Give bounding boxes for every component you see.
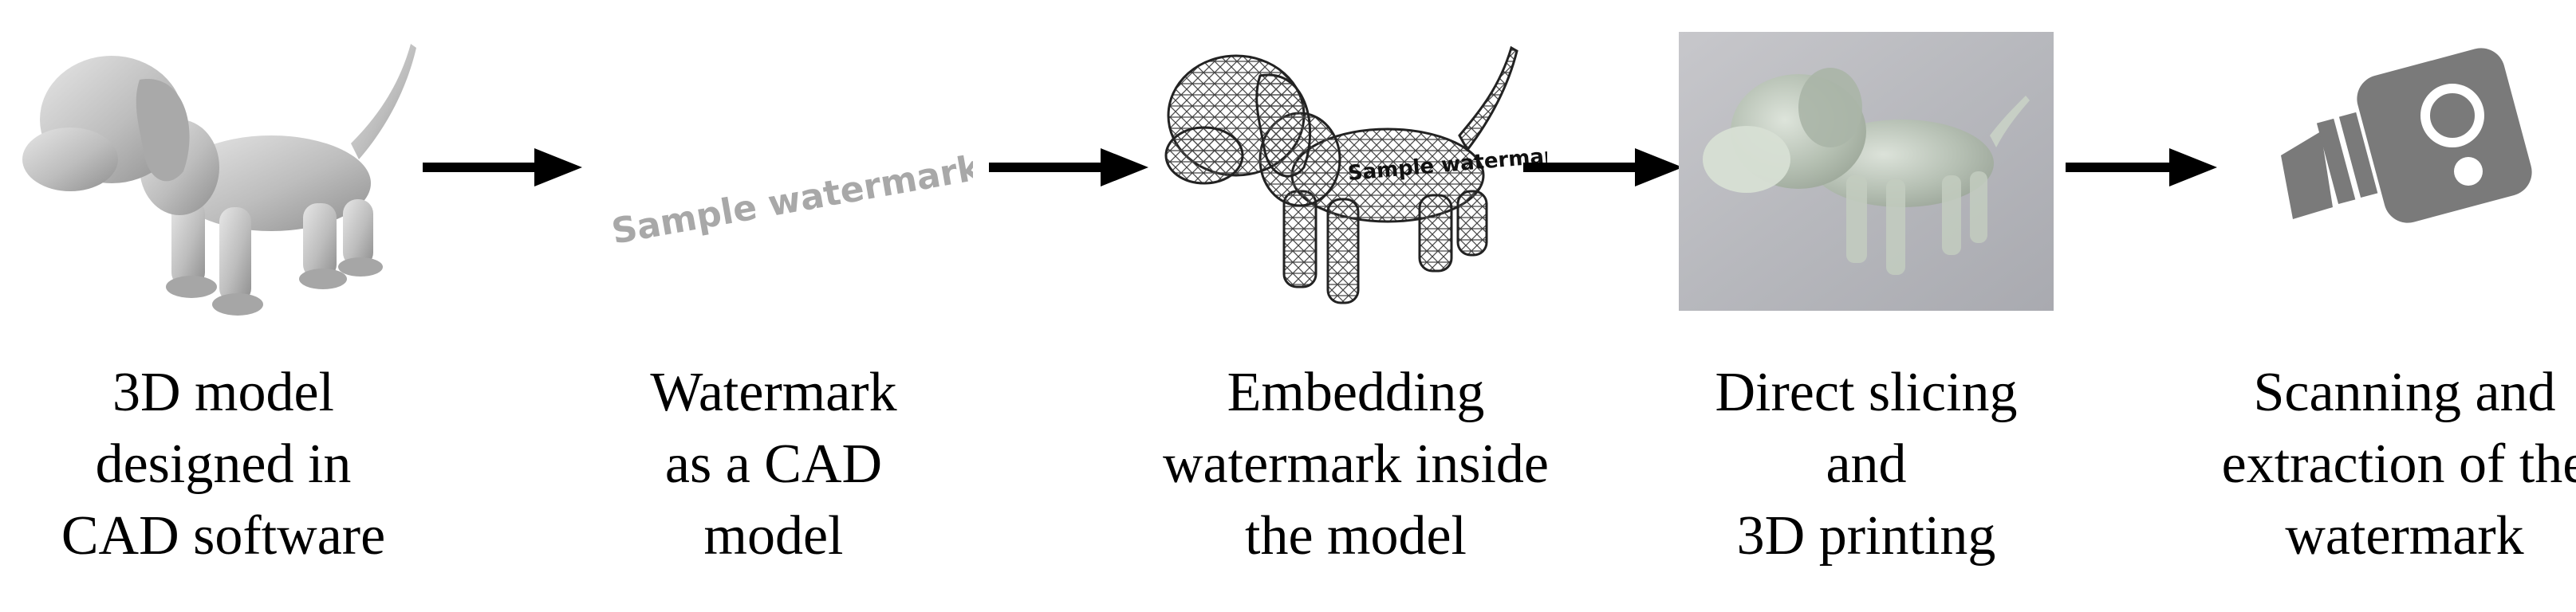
caption-line: extraction of the [2221,434,2576,495]
caption-embedding: Embedding watermark inside the model [1077,357,1635,572]
stage-embedding: Sample watermark Embedding watermark ins… [1163,0,1549,612]
caption-line: the model [1245,505,1467,567]
dog-3d-model-icon [22,44,416,316]
caption-cad-model: 3D model designed in CAD software [0,357,502,572]
dog-wireframe-icon: Sample watermark [1164,45,1547,304]
caption-line: Watermark [650,362,897,423]
caption-line: CAD software [61,505,386,567]
caption-line: 3D printing [1736,505,1996,567]
caption-line: and [1826,434,1907,495]
stage-printing: Direct slicing and 3D printing [1679,0,2054,612]
printed-dog-photo [1679,32,2054,311]
caption-line: Scanning and [2253,362,2556,423]
arrow-right-icon [1523,148,1683,186]
watermark-text: Sample watermark [609,147,973,253]
caption-line: watermark inside [1163,434,1549,495]
watermark-text-graphic: Sample watermark [609,147,973,253]
stage-watermark: Sample watermark Watermark as a CAD mode… [574,0,973,612]
caption-watermark: Watermark as a CAD model [494,357,1053,572]
stage-scanning: Scanning and extraction of the watermark [2222,0,2576,612]
caption-line: watermark [2285,505,2524,567]
caption-line: 3D model [112,362,335,423]
caption-line: model [703,505,844,567]
caption-line: as a CAD [664,434,883,495]
scanner-camera-icon [2281,48,2532,223]
arrow-right-icon [989,148,1148,186]
caption-line: Direct slicing [1715,362,2018,423]
caption-printing: Direct slicing and 3D printing [1587,357,2145,572]
arrow-right-icon [2066,148,2217,186]
arrow-right-icon [423,148,582,186]
caption-scanning: Scanning and extraction of the watermark [2181,357,2576,572]
caption-line: Embedding [1227,362,1485,423]
caption-line: designed in [95,434,352,495]
stage-cad-model: 3D model designed in CAD software [0,0,447,612]
